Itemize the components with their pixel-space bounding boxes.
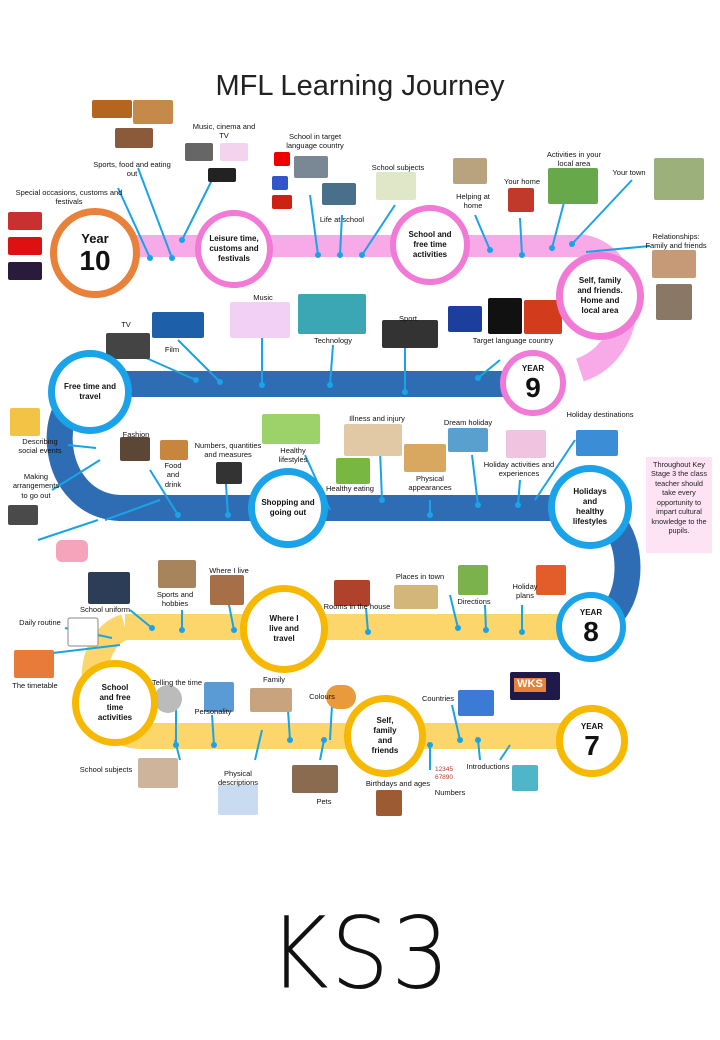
label-making-arrangements: Making arrangements to go out [12,472,60,500]
hub-where-live: Where I live and travel [240,585,328,673]
label-sports-hobbies: Sports and hobbies [156,590,194,609]
label-school-target: School in target language country [286,132,344,151]
label-numbers: Numbers [434,788,466,797]
hub-free-time-travel: Free time and travel [48,350,132,434]
label-physical-appearances: Physical appearances [408,474,452,493]
label-sports-food: Sports, food and eating out [93,160,171,179]
label-film: Film [164,345,180,354]
label-music: Music [253,293,273,302]
label-relationships: Relationships: Family and friends [645,232,707,251]
label-holiday-destinations: Holiday destinations [566,410,634,419]
hub-school-free-time: School and free time activities [390,205,470,285]
label-rooms-house: Rooms in the house [323,602,391,611]
year-9-word: YEAR [521,364,545,373]
label-food-drink: Food and drink [164,461,182,489]
label-holiday-activities: Holiday activities and experiences [483,460,555,479]
wks-logo: WKS [514,678,546,692]
label-your-town: Your town [612,168,646,177]
connector-lines [35,167,651,770]
year-8-marker: YEAR 8 [556,592,626,662]
label-activities-local: Activities in your local area [546,150,602,169]
label-your-home: Your home [504,177,540,186]
label-life-school: Life at school [319,215,365,224]
label-countries: Countries [421,694,455,703]
label-illness-injury: Illness and injury [349,414,405,423]
year-10-word: Year [81,230,109,246]
label-tv: TV [121,320,131,329]
year-8-word: YEAR [579,608,603,617]
year-7-marker: YEAR 7 [556,705,628,777]
label-directions: Directions [457,597,491,606]
year-8-number: 8 [583,616,599,647]
connector-dots [147,237,575,748]
footer-ks3: KS3 [268,895,452,1012]
year-10-number: 10 [79,245,111,277]
hub-leisure: Leisure time, customs and festivals [195,210,273,288]
label-technology: Technology [314,336,352,345]
year-9-number: 9 [525,372,541,403]
label-daily-routine: Daily routine [19,618,61,627]
label-telling-time: Telling the time [151,678,203,687]
label-describing: Describing social events [18,437,62,456]
label-special-occasions: Special occasions, customs and festivals [15,188,123,207]
label-sport: Sport [399,314,417,323]
year-10-marker: Year 10 [50,208,140,298]
label-school-uniform: School uniform [79,605,131,614]
label-school-subjects-10: School subjects [371,163,425,172]
hub-self-family-7: Self, family and friends [344,695,426,777]
picture-thumbnails [8,100,704,816]
page-title: MFL Learning Journey [215,70,505,102]
label-birthdays: Birthdays and ages [365,779,431,788]
label-physical-descriptions: Physical descriptions [217,769,259,788]
label-numbers-quantities: Numbers, quantities and measures [194,441,262,460]
hub-self-family-home: Self, family and friends. Home and local… [556,252,644,340]
label-school-subjects-7: School subjects [79,765,133,774]
label-timetable: The timetable [12,681,58,690]
label-colours: Colours [309,692,335,701]
label-target-country: Target language country [472,336,554,345]
hub-shopping: Shopping and going out [248,468,328,548]
label-pets: Pets [316,797,332,806]
year-7-word: YEAR [580,722,604,731]
label-helping-home: Helping at home [456,192,490,211]
hub-holidays: Holidays and healthy lifestyles [548,465,632,549]
label-places-town: Places in town [395,572,445,581]
label-dream-holiday: Dream holiday [443,418,493,427]
label-music-cinema: Music, cinema and TV [192,122,256,141]
label-introductions: Introductions [466,762,510,771]
label-holiday-plans: Holiday plans [512,582,538,601]
label-healthy-eating: Healthy eating [326,484,374,493]
label-fashion: Fashion [122,430,150,439]
side-note: Throughout Key Stage 3 the class teacher… [646,457,712,553]
year-7-number: 7 [584,730,600,761]
year-9-marker: YEAR 9 [500,350,566,416]
hub-school-free-time-7: School and free time activities [72,660,158,746]
label-personality: Personality [194,707,232,716]
number-digits-image: 12345 67890 [434,766,454,782]
label-healthy-lifestyles: Healthy lifestyles [278,446,308,465]
label-family: Family [262,675,286,684]
label-where-i-live: Where I live [209,566,249,575]
